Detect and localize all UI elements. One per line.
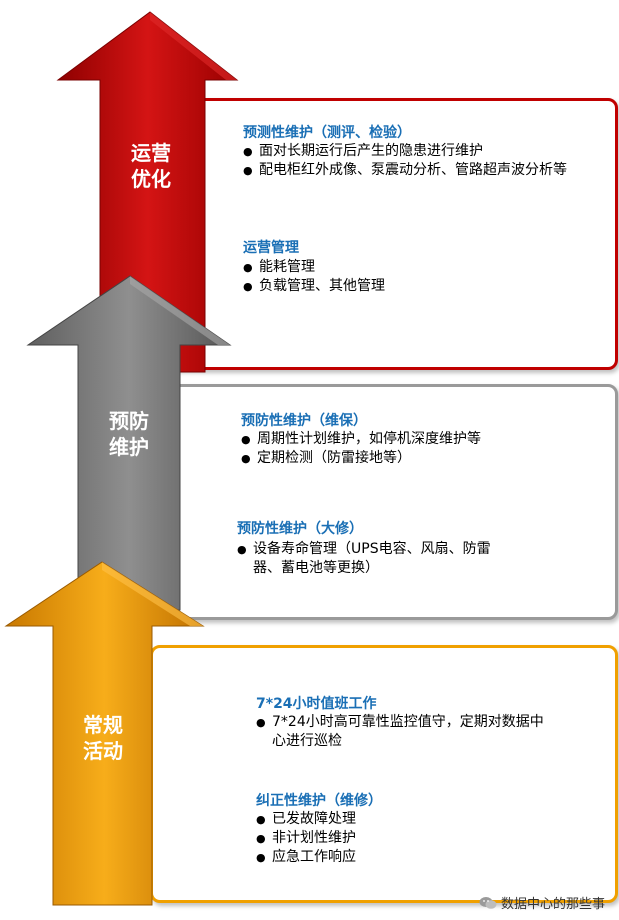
- section-title-duty: 7*24小时值班工作: [256, 696, 377, 712]
- section-title-overhaul: 预防性维护（大修）: [237, 521, 363, 537]
- bullet-list-overhaul: 设备寿命管理（UPS电容、风扇、防雷器、蓄电池等更换）: [237, 540, 507, 578]
- bullet-list-predictive: 面对长期运行后产生的隐患进行维护 配电柜红外成像、泵震动分析、管路超声波分析等: [243, 142, 583, 180]
- arrow-label-routine: 常规 活动: [83, 713, 123, 763]
- section-title-corrective: 纠正性维护（维修）: [256, 793, 382, 809]
- list-item: 设备寿命管理（UPS电容、风扇、防雷器、蓄电池等更换）: [237, 540, 507, 578]
- arrow-label-operations: 运营 优化: [131, 141, 171, 191]
- list-item: 定期检测（防雷接地等）: [241, 449, 581, 468]
- watermark: 数据中心的那些事: [479, 893, 605, 912]
- watermark-text: 数据中心的那些事: [500, 897, 605, 912]
- list-item: 配电柜红外成像、泵震动分析、管路超声波分析等: [243, 161, 583, 180]
- list-item: 已发故障处理: [256, 810, 556, 829]
- section-title-predictive: 预测性维护（测评、检验）: [243, 125, 411, 141]
- list-item: 面对长期运行后产生的隐患进行维护: [243, 142, 583, 161]
- list-item: 7*24小时高可靠性监控值守，定期对数据中心进行巡检: [256, 713, 556, 751]
- list-item: 应急工作响应: [256, 848, 556, 867]
- bullet-list-operations-mgmt: 能耗管理 负载管理、其他管理: [243, 258, 583, 296]
- bullet-list-corrective: 已发故障处理 非计划性维护 应急工作响应: [256, 810, 556, 867]
- bullet-list-duty: 7*24小时高可靠性监控值守，定期对数据中心进行巡检: [256, 713, 556, 751]
- section-title-operations-mgmt: 运营管理: [243, 240, 299, 256]
- section-title-maintenance: 预防性维护（维保）: [241, 413, 367, 429]
- arrow-label-preventive: 预防 维护: [109, 409, 149, 459]
- list-item: 能耗管理: [243, 258, 583, 277]
- wechat-icon: [479, 896, 497, 909]
- bullet-list-maintenance: 周期性计划维护，如停机深度维护等 定期检测（防雷接地等）: [241, 430, 581, 468]
- list-item: 负载管理、其他管理: [243, 277, 583, 296]
- list-item: 非计划性维护: [256, 829, 556, 848]
- panel-preventive-maintenance: [150, 384, 618, 620]
- list-item: 周期性计划维护，如停机深度维护等: [241, 430, 581, 449]
